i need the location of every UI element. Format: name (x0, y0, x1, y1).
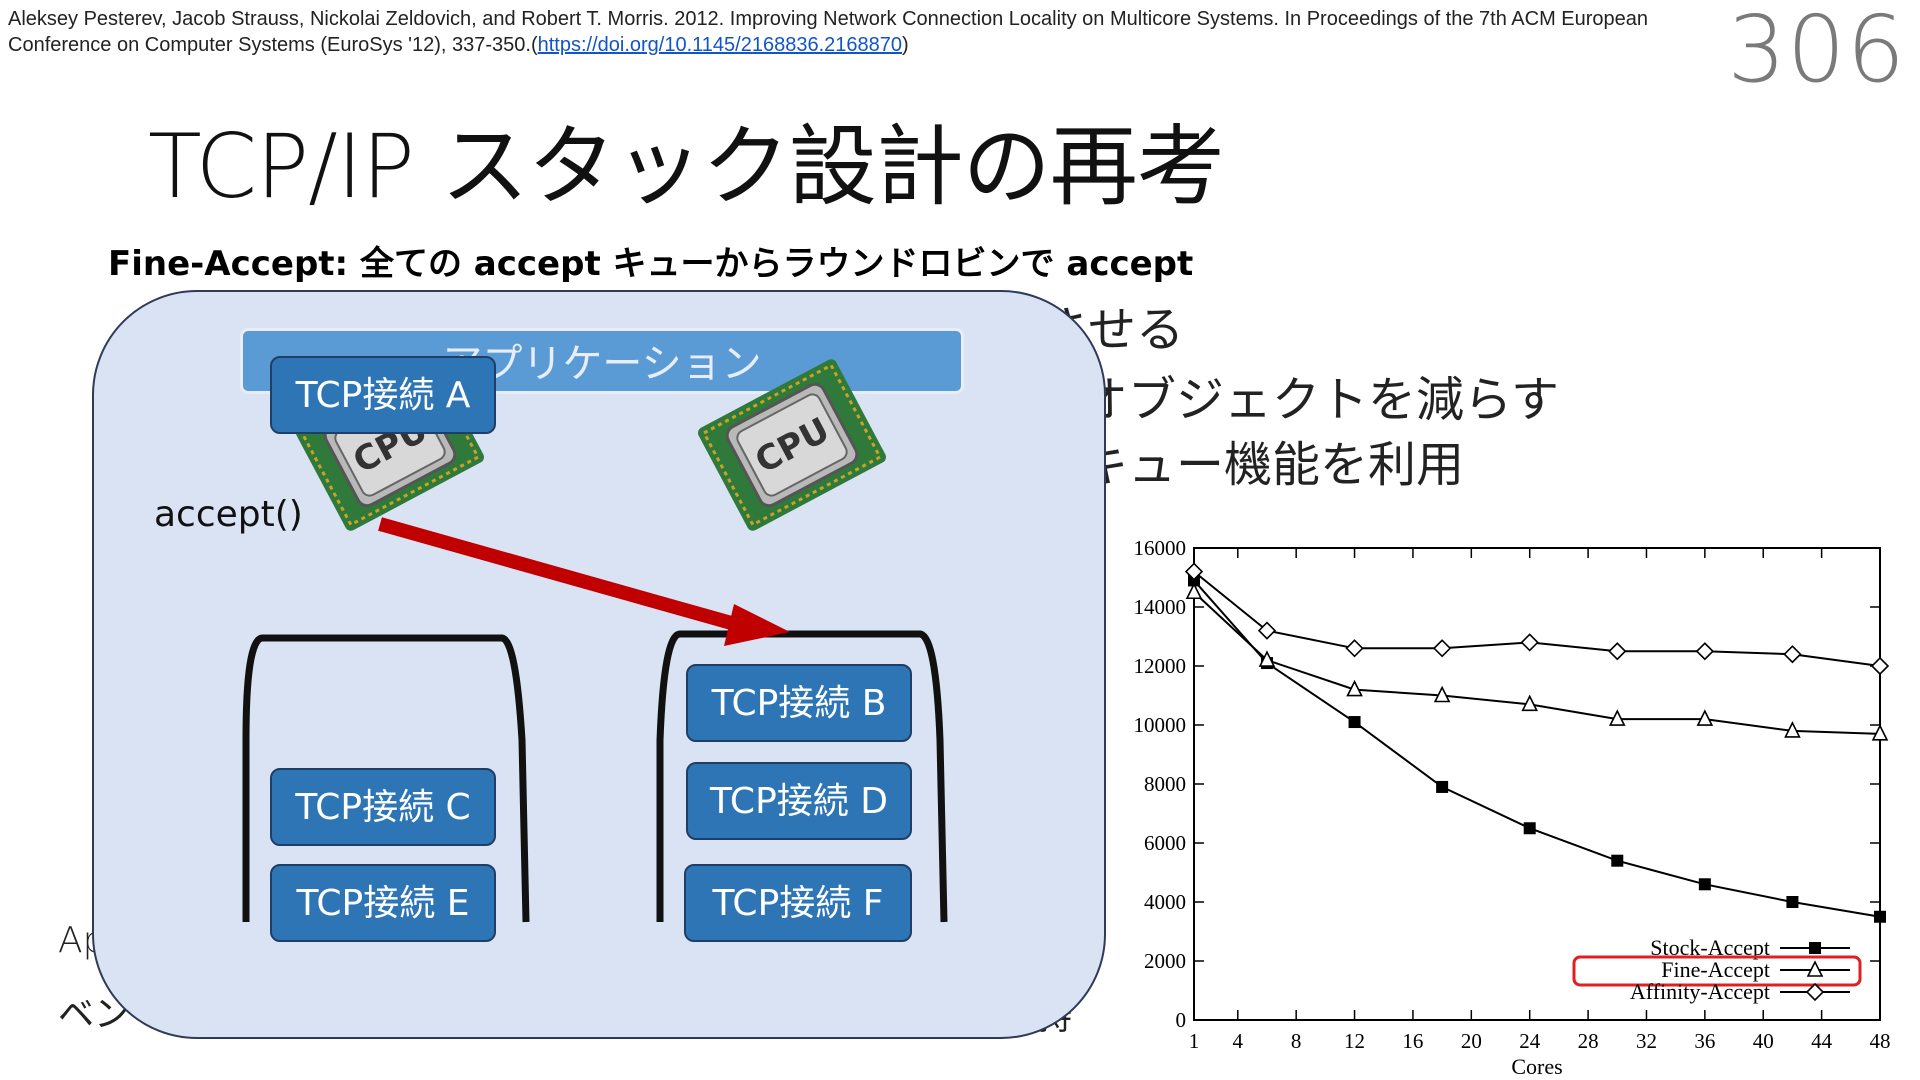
x-tick-label: 36 (1694, 1029, 1715, 1053)
citation-close: ) (902, 34, 909, 56)
x-axis-label: Cores (1511, 1054, 1562, 1079)
affinity-accept-point (1184, 562, 1204, 581)
fine-accept-legend-label: Fine-Accept (1661, 957, 1770, 982)
stock-accept-point (1523, 822, 1536, 835)
x-tick-label: 8 (1291, 1029, 1302, 1053)
tcp-connection-a: TCP接続 A (270, 356, 496, 434)
slide-title: TCP/IP スタック設計の再考 (148, 115, 1225, 218)
y-tick-label: 6000 (1144, 831, 1186, 855)
x-tick-label: 20 (1461, 1029, 1482, 1053)
y-tick-label: 16000 (1134, 536, 1187, 560)
y-tick-label: 10000 (1134, 713, 1187, 737)
tcp-connection-d: TCP接続 D (686, 762, 912, 840)
fine-accept-point (1784, 721, 1801, 738)
fine-accept-point (1346, 679, 1363, 697)
fine-accept-point (1521, 694, 1538, 712)
y-tick-label: 8000 (1144, 772, 1186, 796)
tcp-connection-e: TCP接続 E (270, 864, 496, 942)
y-tick-label: 4000 (1144, 890, 1186, 914)
accept-queue-right (656, 630, 948, 923)
background-text-3: キュー機能を利用 (1080, 437, 1465, 493)
affinity-accept-legend-label: Affinity-Accept (1630, 979, 1770, 1004)
tcp-connection-f: TCP接続 F (684, 864, 912, 942)
stock-accept-point (1786, 896, 1799, 908)
fine-accept-point (1696, 709, 1714, 726)
stock-accept-point (1436, 780, 1449, 793)
affinity-accept-point (1608, 642, 1627, 661)
fine-accept-legend-marker (1806, 960, 1824, 977)
x-tick-label: 40 (1753, 1029, 1774, 1053)
x-tick-label: 48 (1870, 1029, 1891, 1053)
background-text-2: オブジェクトを減らす (1080, 372, 1560, 428)
affinity-accept-legend-marker (1805, 982, 1825, 1002)
x-tick-label: 1 (1189, 1029, 1200, 1053)
stock-accept-point (1348, 716, 1361, 729)
fine-accept-point (1258, 650, 1276, 667)
doi-link[interactable]: https://doi.org/10.1145/2168836.2168870 (537, 34, 903, 56)
accept-arrow (378, 517, 790, 646)
fine-accept-point (1433, 685, 1451, 703)
x-tick-label: 12 (1344, 1029, 1365, 1053)
cpu-icon-right: CPU (698, 359, 886, 531)
affinity-accept-point (1345, 639, 1364, 658)
accept-call-label: accept() (154, 494, 303, 535)
x-tick-label: 24 (1519, 1029, 1541, 1053)
x-tick-label: 28 (1578, 1029, 1599, 1053)
stock-accept-point (1698, 878, 1711, 891)
stock-accept-legend-marker (1809, 942, 1821, 954)
y-tick-label: 12000 (1134, 654, 1187, 678)
stock-accept-point (1611, 854, 1624, 867)
x-tick-label: 4 (1233, 1029, 1244, 1053)
x-tick-label: 16 (1402, 1029, 1423, 1053)
fine-accept-subtitle: Fine-Accept: 全ての accept キューからラウンドロビンで ac… (108, 244, 1194, 284)
citation: Aleksey Pesterev, Jacob Strauss, Nickola… (8, 6, 1668, 58)
affinity-accept-point (1257, 621, 1277, 640)
stock-accept-point (1874, 910, 1886, 923)
affinity-accept-point (1783, 645, 1802, 664)
fine-accept-point (1871, 724, 1889, 741)
fine-accept-point (1608, 709, 1626, 726)
x-tick-label: 32 (1636, 1029, 1657, 1053)
y-tick-label: 2000 (1144, 949, 1186, 973)
accept-queue-left (242, 634, 530, 923)
fine-accept-point (1185, 582, 1203, 600)
affinity-accept-point (1695, 642, 1714, 661)
citation-text: Aleksey Pesterev, Jacob Strauss, Nickola… (8, 8, 1649, 56)
plot-frame (1193, 547, 1881, 1021)
x-tick-label: 44 (1811, 1029, 1833, 1053)
affinity-accept-point (1520, 633, 1539, 652)
fine-accept-highlight-box (1572, 955, 1862, 987)
y-tick-label: 14000 (1134, 595, 1187, 619)
affinity-accept-point (1870, 656, 1890, 676)
y-tick-label: 0 (1176, 1008, 1187, 1032)
tcp-connection-b: TCP接続 B (686, 664, 912, 742)
page-number: 306 (1727, 0, 1906, 103)
affinity-accept-point (1432, 639, 1452, 658)
tcp-connection-c: TCP接続 C (270, 768, 496, 846)
